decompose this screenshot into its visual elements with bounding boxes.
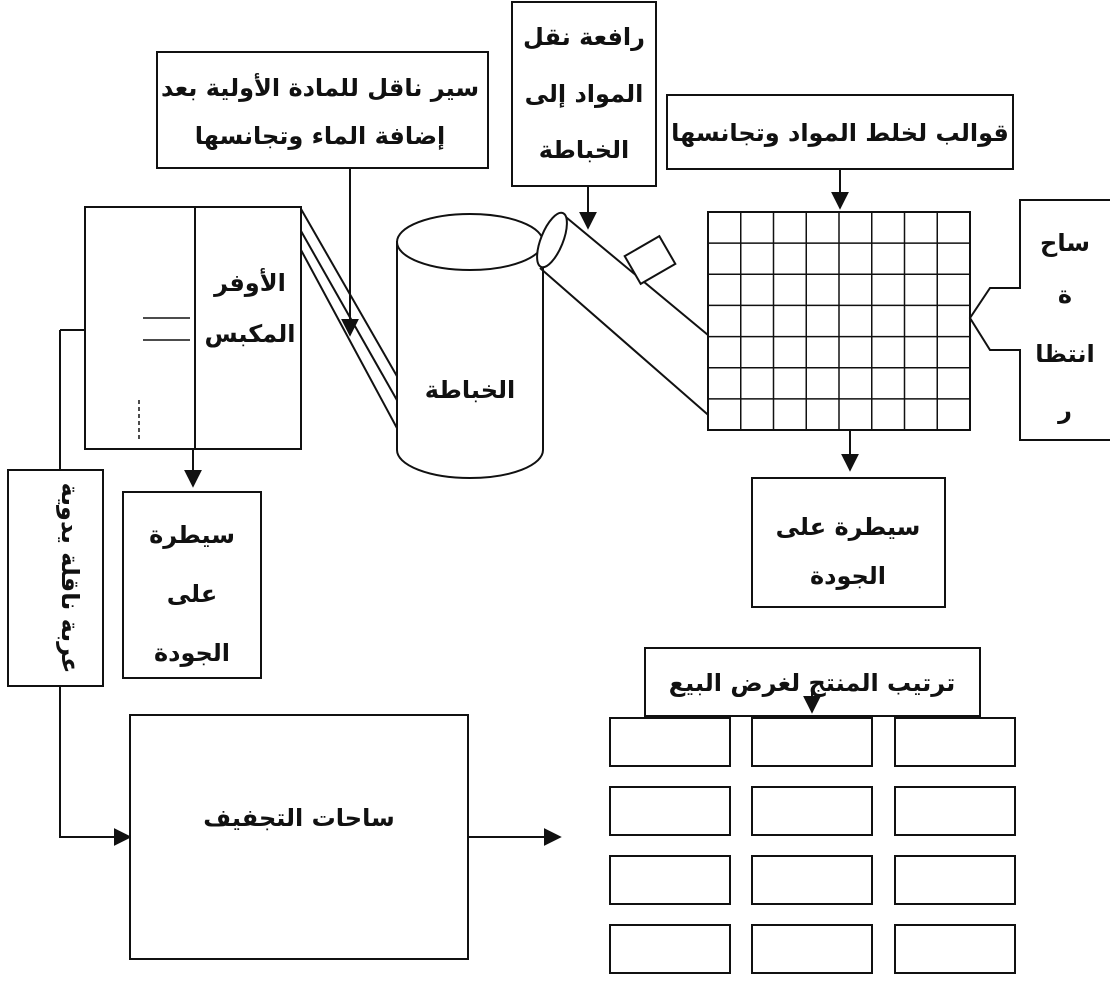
material-lift bbox=[536, 211, 715, 421]
lift-label-line2: المواد إلى bbox=[525, 80, 644, 108]
product-stack bbox=[894, 786, 1016, 836]
molds-label-box: قوالب لخلط المواد وتجانسها bbox=[666, 94, 1014, 170]
quality-right-line2: الجودة bbox=[810, 562, 886, 590]
inclined-conveyor bbox=[300, 208, 399, 431]
conveyor-belt-label-line1: سير ناقل للمادة الأولية بعد bbox=[161, 73, 479, 102]
product-stack bbox=[894, 717, 1016, 767]
mixer-label: الخباطة bbox=[425, 376, 516, 404]
drying-yards-label: ساحات التجفيف bbox=[203, 804, 394, 832]
cart-to-drying-arrow bbox=[59, 686, 132, 846]
quality-control-right-box: سيطرة على الجودة bbox=[751, 477, 946, 608]
product-stack bbox=[751, 924, 873, 974]
waiting-yard-box: ساح ة انتظا ر bbox=[968, 199, 1110, 441]
quality-left-line1: سيطرة bbox=[149, 521, 235, 549]
product-stack bbox=[894, 855, 1016, 905]
manual-cart-box: عربة ناقلة يدوية bbox=[7, 469, 104, 687]
quality-left-line2: على bbox=[167, 580, 217, 608]
quality-right-line1: سيطرة على bbox=[776, 513, 921, 541]
product-stack bbox=[609, 786, 731, 836]
product-stack bbox=[751, 717, 873, 767]
product-stack bbox=[609, 924, 731, 974]
conveyor-belt-label-box: سير ناقل للمادة الأولية بعد إضافة الماء … bbox=[156, 51, 489, 169]
waiting-yard-line1: ساح bbox=[1040, 229, 1090, 257]
waiting-yard-line4: ر bbox=[1057, 396, 1072, 424]
press-label-line2: المكبس bbox=[204, 320, 295, 348]
drying-yards-box: ساحات التجفيف bbox=[129, 714, 469, 960]
lift-label-line3: الخباطة bbox=[539, 136, 630, 164]
waiting-yard-line2: ة bbox=[1058, 281, 1072, 309]
product-stack bbox=[751, 855, 873, 905]
manual-cart-label: عربة ناقلة يدوية bbox=[56, 482, 84, 673]
quality-control-left-box: سيطرة على الجودة bbox=[122, 491, 262, 679]
product-stack bbox=[894, 924, 1016, 974]
product-stack bbox=[609, 855, 731, 905]
quality-left-line3: الجودة bbox=[154, 639, 230, 667]
waiting-yard-line3: انتظا bbox=[1035, 340, 1094, 368]
product-stack bbox=[609, 717, 731, 767]
lift-label-line1: رافعة نقل bbox=[523, 23, 645, 51]
product-stack bbox=[751, 786, 873, 836]
press-block: الأوفر المكبس bbox=[84, 206, 302, 450]
mixer-cylinder: الخباطة bbox=[396, 213, 544, 479]
press-label-line1: الأوفر bbox=[213, 268, 286, 297]
conveyor-belt-label-line2: إضافة الماء وتجانسها bbox=[195, 122, 446, 150]
product-stacks-grid bbox=[609, 717, 1016, 974]
molds-grid bbox=[707, 211, 971, 431]
molds-label: قوالب لخلط المواد وتجانسها bbox=[671, 119, 1009, 147]
lift-label-box: رافعة نقل المواد إلى الخباطة bbox=[511, 1, 657, 187]
